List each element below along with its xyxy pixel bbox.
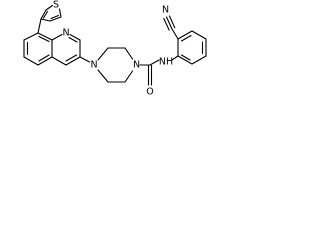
bond: [168, 15, 176, 29]
bond: [180, 54, 191, 61]
bond: [163, 17, 170, 31]
bond: [191, 30, 207, 40]
bond: [79, 56, 91, 63]
bond: [23, 32, 39, 41]
bond: [51, 56, 67, 66]
bond: [124, 47, 134, 60]
piperazine-nitrogen-label: N: [133, 60, 140, 71]
bond: [40, 18, 51, 22]
bond: [40, 9, 47, 20]
nitrile-nitrogen-label: N: [162, 5, 169, 16]
bond: [45, 4, 54, 11]
bond: [38, 54, 50, 62]
biaryl-bond: [37, 18, 42, 34]
bond: [49, 16, 62, 22]
benzonitrile-ring: [177, 30, 207, 65]
bond: [69, 33, 81, 41]
bond: [37, 32, 53, 41]
bond: [149, 59, 160, 66]
bond: [23, 56, 39, 66]
amide-linkage: [139, 55, 179, 86]
quinoline-nitrogen-label: N: [62, 28, 69, 39]
bond: [165, 16, 173, 30]
bond: [65, 54, 78, 62]
bond: [68, 36, 78, 43]
bond: [177, 30, 193, 40]
bond: [65, 56, 81, 66]
quinoline-pyridine-ring: [51, 33, 81, 66]
bond: [97, 47, 109, 61]
bond: [51, 33, 63, 41]
bond: [124, 70, 134, 83]
structure-canvas: S N N N NH O N: [0, 0, 218, 109]
bond: [171, 55, 179, 61]
bond: [50, 14, 60, 20]
bond: [58, 8, 62, 18]
bond: [191, 55, 207, 65]
amide-nh-label: NH: [159, 57, 173, 68]
thiophene-ring: [40, 4, 62, 22]
thiophene-sulfur-label: S: [53, 0, 59, 11]
bond: [38, 35, 50, 43]
bond: [171, 28, 179, 40]
bond: [97, 69, 109, 83]
quinoline-benzo-ring: [23, 32, 53, 66]
carbonyl-oxygen-label: O: [146, 87, 153, 98]
bond: [177, 55, 193, 65]
bond: [37, 56, 53, 66]
piperazine-nitrogen-label: N: [90, 60, 97, 71]
molecule-diagram: S N N N NH O N: [23, 0, 207, 98]
nitrile-group: [163, 15, 179, 40]
bond: [42, 10, 49, 19]
piperazine-ring: [97, 47, 134, 83]
bond: [180, 34, 192, 42]
